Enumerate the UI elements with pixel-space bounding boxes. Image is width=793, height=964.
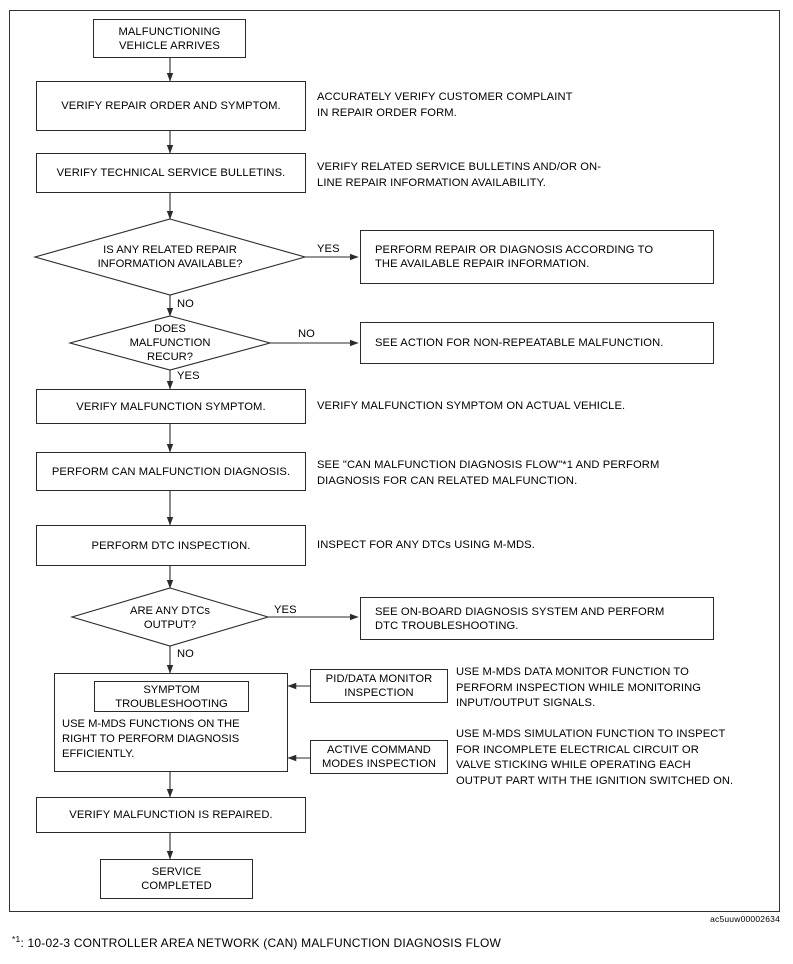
edge-label-repair-info-yes: YES (317, 243, 340, 255)
page-border (9, 10, 780, 912)
edge-label-recur-no: NO (298, 328, 315, 340)
node-onboard-diagnosis: SEE ON-BOARD DIAGNOSIS SYSTEM AND PERFOR… (360, 597, 714, 640)
footnote-marker: *1 (12, 934, 21, 944)
decision-repair-info-label: IS ANY RELATED REPAIR INFORMATION AVAILA… (97, 244, 243, 270)
node-verify-tsb: VERIFY TECHNICAL SERVICE BULLETINS. (36, 153, 306, 193)
node-verify-repaired: VERIFY MALFUNCTION IS REPAIRED. (36, 797, 306, 833)
edge-label-repair-info-no: NO (177, 298, 194, 310)
footnote-text: : 10-02-3 CONTROLLER AREA NETWORK (CAN) … (20, 936, 502, 950)
node-non-repeatable: SEE ACTION FOR NON-REPEATABLE MALFUNCTIO… (360, 322, 714, 364)
node-verify-repair-order: VERIFY REPAIR ORDER AND SYMPTOM. (36, 81, 306, 131)
annotation-active-command-modes: USE M-MDS SIMULATION FUNCTION TO INSPECT… (456, 728, 734, 787)
annotation-perform-dtc: INSPECT FOR ANY DTCs USING M-MDS. (317, 539, 535, 551)
annotation-verify-tsb: VERIFY RELATED SERVICE BULLETINS AND/OR … (317, 161, 602, 189)
node-start: MALFUNCTIONING VEHICLE ARRIVES (93, 19, 246, 58)
node-perform-dtc: PERFORM DTC INSPECTION. (36, 525, 306, 566)
figure-code: ac5uuw00002634 (710, 914, 780, 924)
edge-label-recur-yes: YES (177, 370, 200, 382)
decision-dtc-label: ARE ANY DTCs OUTPUT? (130, 605, 210, 631)
annotation-verify-repair-order: ACCURATELY VERIFY CUSTOMER COMPLAINT IN … (317, 91, 573, 119)
node-verify-symptom: VERIFY MALFUNCTION SYMPTOM. (36, 389, 306, 424)
node-pid-data-monitor-inspection: PID/DATA MONITOR INSPECTION (310, 669, 448, 703)
node-perform-can: PERFORM CAN MALFUNCTION DIAGNOSIS. (36, 452, 306, 491)
symptom-troubleshooting-body: USE M-MDS FUNCTIONS ON THE RIGHT TO PERF… (62, 718, 240, 760)
node-perform-repair: PERFORM REPAIR OR DIAGNOSIS ACCORDING TO… (360, 230, 714, 284)
footnote: *1: 10-02-3 CONTROLLER AREA NETWORK (CAN… (12, 934, 501, 950)
edge-label-dtc-yes: YES (274, 604, 297, 616)
node-active-command-modes-inspection: ACTIVE COMMAND MODES INSPECTION (310, 740, 448, 774)
annotation-perform-can: SEE "CAN MALFUNCTION DIAGNOSIS FLOW"*1 A… (317, 459, 660, 487)
annotation-pid-data-monitor: USE M-MDS DATA MONITOR FUNCTION TO PERFO… (456, 666, 702, 709)
node-service-completed: SERVICE COMPLETED (100, 859, 253, 899)
annotation-verify-symptom: VERIFY MALFUNCTION SYMPTOM ON ACTUAL VEH… (317, 400, 626, 412)
decision-recur-label: DOES MALFUNCTION RECUR? (129, 323, 211, 363)
symptom-troubleshooting-title: SYMPTOM TROUBLESHOOTING (94, 681, 249, 712)
edge-label-dtc-no: NO (177, 648, 194, 660)
